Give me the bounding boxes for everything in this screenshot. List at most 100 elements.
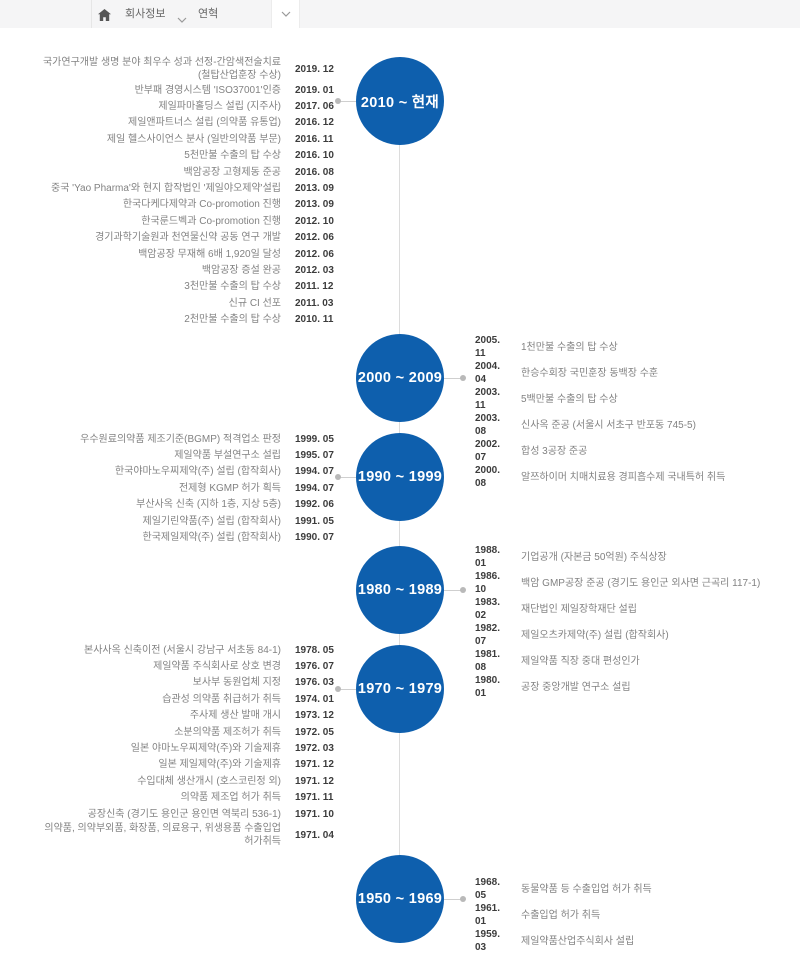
timeline-connector-line	[444, 378, 463, 379]
event-text: 일본 제일제약(주)와 기술제휴	[158, 759, 281, 771]
timeline-event-row: 1988. 01 기업공개 (자본금 50억원) 주식상장	[475, 544, 790, 570]
event-date: 1971. 04	[295, 829, 334, 841]
timeline-event-row: 의약품, 의약부외품, 화장품, 의료용구, 위생용품 수출입업 허가취득 197…	[38, 822, 335, 848]
breadcrumb-item-history[interactable]: 연혁	[198, 8, 219, 20]
event-text: 의약품 제조업 허가 취득	[180, 792, 281, 804]
event-text: 의약품, 의약부외품, 화장품, 의료용구, 위생용품 수출입업 허가취득	[44, 823, 281, 848]
timeline-event-row: 제일 헬스사이언스 분사 (일반의약품 부문)2016. 11	[38, 131, 335, 147]
history-dropdown-toggle[interactable]	[271, 0, 300, 28]
event-text: 동물약품 등 수출입업 허가 취득	[521, 883, 652, 895]
history-timeline: 2010 ~ 현재 국가연구개발 생명 분야 최우수 성과 선정-간암색전술치료 …	[0, 28, 800, 972]
event-date: 1971. 11	[295, 792, 334, 804]
timeline-event-row: 국가연구개발 생명 분야 최우수 성과 선정-간암색전술치료 (철탑산업훈장 수…	[38, 56, 335, 82]
event-date: 1994. 07	[295, 466, 334, 478]
event-text: 경기과학기술원과 천연물신약 공동 연구 개발	[95, 232, 281, 244]
event-date: 1992. 06	[295, 499, 334, 511]
event-text: 주사제 생산 발매 개시	[189, 710, 281, 722]
chevron-down-icon[interactable]	[177, 11, 187, 23]
event-date: 1976. 07	[295, 661, 334, 673]
timeline-event-row: 한국제일제약(주) 설립 (합작회사) 1990. 07	[38, 529, 335, 545]
event-text: 기업공개 (자본금 50억원) 주식상장	[521, 551, 667, 563]
event-date: 1990. 07	[295, 532, 334, 544]
breadcrumb-item-company-info[interactable]: 회사정보	[125, 8, 166, 20]
event-date: 1971. 12	[295, 759, 334, 771]
timeline-event-row: 한국야마노우찌제약(주) 설립 (합작회사)1994. 07	[38, 464, 335, 480]
event-date: 2017. 06	[295, 101, 334, 113]
event-text: 5백만불 수출의 탑 수상	[521, 393, 618, 405]
event-text: 보사부 동원업체 지정	[192, 677, 281, 689]
timeline-period-label: 1970 ~ 1979	[357, 681, 443, 697]
event-date: 1994. 07	[295, 482, 334, 494]
event-date: 1988. 01	[475, 545, 501, 569]
event-text: 알쯔하이머 치매치료용 경피흡수제 국내특허 취득	[521, 471, 726, 483]
event-text: 백암공장 무재해 6배 1,920일 달성	[138, 248, 281, 260]
timeline-event-row: 1968. 05 동물약품 등 수출입업 허가 취득	[475, 876, 790, 902]
event-date: 1981. 08	[475, 649, 501, 673]
timeline-event-row: 1986. 10 백암 GMP공장 준공 (경기도 용인군 외사면 근곡리 117…	[475, 570, 790, 596]
event-date: 2016. 11	[295, 133, 334, 145]
event-date: 2011. 12	[295, 281, 334, 293]
event-text: 우수원료의약품 제조기준(BGMP) 적격업소 판정	[80, 433, 281, 445]
timeline-period-circle: 1980 ~ 1989	[356, 546, 444, 634]
event-text: 한국제일제약(주) 설립 (합작회사)	[142, 532, 281, 544]
home-icon[interactable]	[98, 8, 112, 21]
timeline-period-circle: 2010 ~ 현재	[356, 57, 444, 145]
event-date: 2003. 08	[475, 413, 501, 437]
timeline-connector-dot	[460, 896, 466, 902]
event-text: 전제형 KGMP 허가 획득	[178, 482, 281, 494]
timeline-event-row: 전제형 KGMP 허가 획득 1994. 07	[38, 480, 335, 496]
event-text: 신규 CI 선포	[228, 297, 281, 309]
timeline-event-row: 1981. 08 제일약품 직장 중대 편성인가	[475, 648, 790, 674]
event-text: 일본 야마노우찌제약(주)와 기술제휴	[130, 743, 281, 755]
event-text: 합성 3공장 준공	[521, 445, 588, 457]
timeline-period-circle: 1950 ~ 1969	[356, 855, 444, 943]
event-date: 1983. 02	[475, 597, 501, 621]
timeline-events-list: 국가연구개발 생명 분야 최우수 성과 선정-간암색전술치료 (철탑산업훈장 수…	[38, 56, 335, 328]
event-text: 백암 GMP공장 준공 (경기도 용인군 외사면 근곡리 117-1)	[521, 577, 761, 589]
event-date: 2016. 08	[295, 166, 334, 178]
event-date: 1982. 07	[475, 623, 501, 647]
event-date: 2004. 04	[475, 361, 501, 385]
event-text: 국가연구개발 생명 분야 최우수 성과 선정-간암색전술치료 (철탑산업훈장 수…	[42, 57, 281, 81]
event-date: 2019. 12	[295, 63, 334, 75]
timeline-event-row: 일본 제일제약(주)와 기술제휴 1971. 12	[38, 757, 335, 773]
event-text: 백암공장 증설 완공	[201, 264, 281, 276]
event-text: 제일약품 직장 중대 편성인가	[521, 655, 640, 667]
event-text: 본사사옥 신축이전 (서울시 강남구 서초동 84-1)	[84, 644, 281, 656]
event-date: 1968. 05	[475, 877, 501, 901]
event-text: 5천만불 수출의 탑 수상	[184, 150, 281, 162]
event-text: 공장 중앙개발 연구소 설립	[521, 681, 631, 693]
timeline-event-row: 의약품 제조업 허가 취득 1971. 11	[38, 790, 335, 806]
timeline-event-row: 우수원료의약품 제조기준(BGMP) 적격업소 판정 1999. 05	[38, 431, 335, 447]
event-date: 2005. 11	[475, 335, 501, 359]
timeline-period-circle: 2000 ~ 2009	[356, 334, 444, 422]
timeline-period-circle: 1990 ~ 1999	[356, 433, 444, 521]
timeline-event-row: 공장신축 (경기도 용인군 용인면 역북리 536-1)1971. 10	[38, 806, 335, 822]
event-date: 1999. 05	[295, 433, 334, 445]
event-text: 제일약품 부설연구소 설립	[174, 450, 281, 462]
event-text: 한국룬드벡과 Co-promotion 진행	[141, 215, 281, 227]
event-date: 1986. 10	[475, 571, 501, 595]
event-date: 2012. 03	[295, 264, 334, 276]
